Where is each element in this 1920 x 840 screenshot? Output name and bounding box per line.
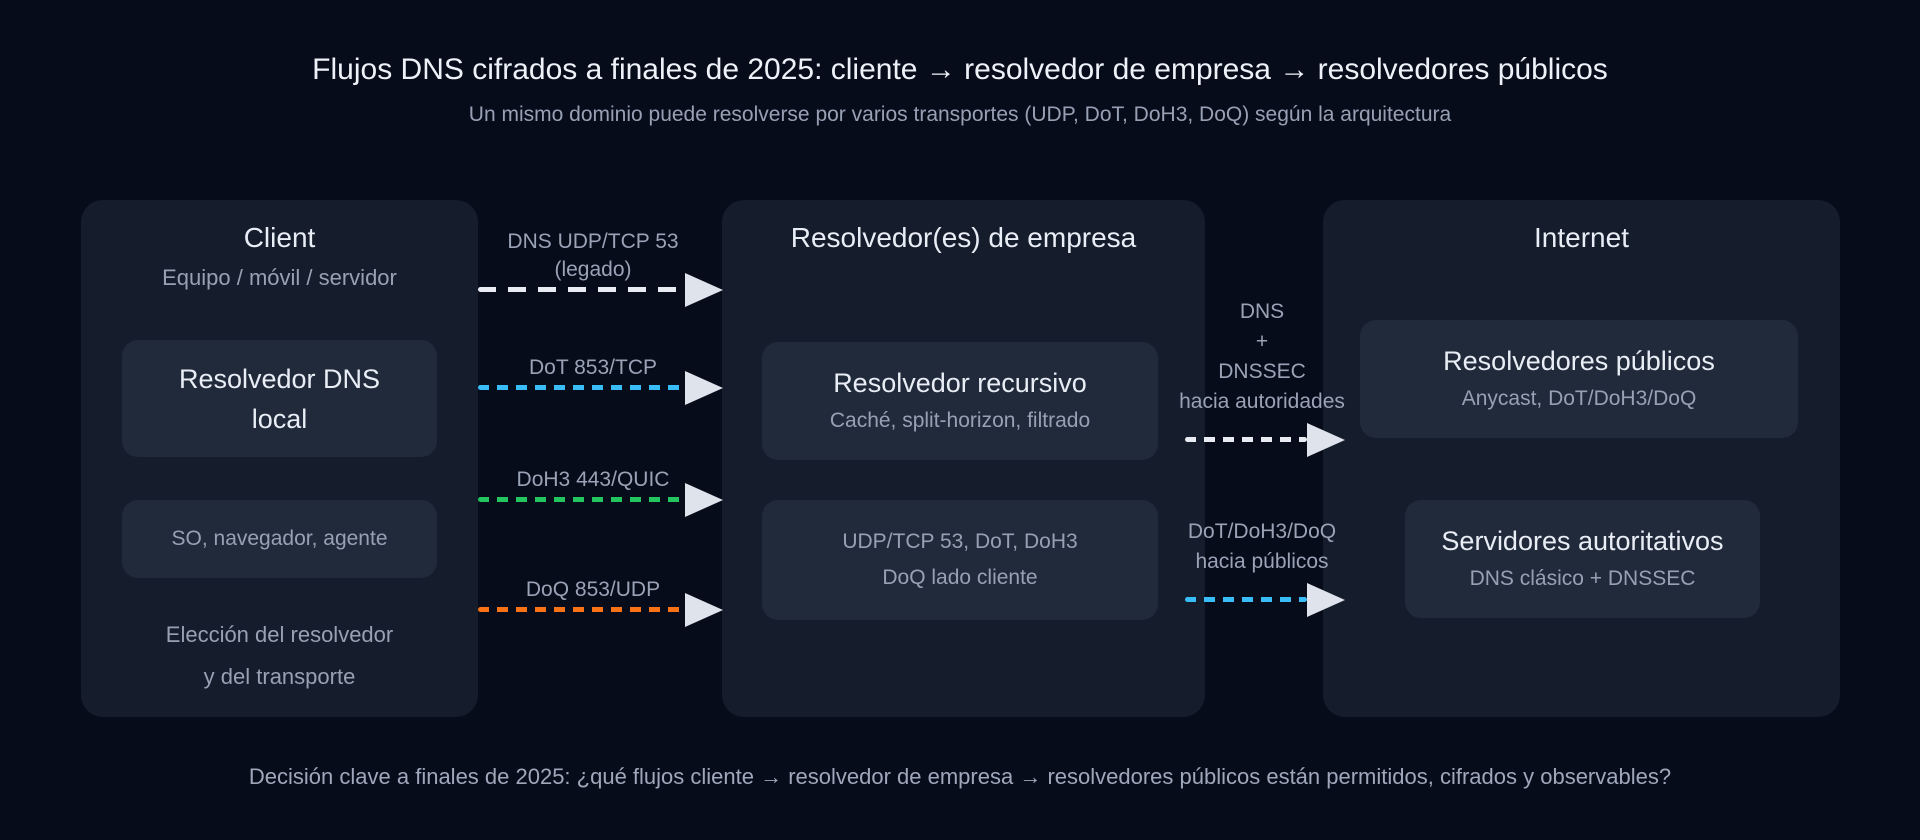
flow-label-dns-udp-tcp-53-line2: (legado) xyxy=(554,258,632,281)
diagram-footer-note: Decisión clave a finales de 2025: ¿qué f… xyxy=(248,764,1672,789)
authoritative-servers-node: Servidores autoritativos DNS clásico + D… xyxy=(1405,500,1760,618)
flow-arrow-doq xyxy=(478,590,723,630)
client-box: Client Equipo / móvil / servidor Resolve… xyxy=(81,200,478,717)
recursive-resolver-title: Resolvedor recursivo xyxy=(833,368,1087,398)
authoritative-servers-subtitle: DNS clásico + DNSSEC xyxy=(1469,567,1696,590)
flow-label-dns-udp-tcp-53: DNS UDP/TCP 53 (legado) xyxy=(478,228,708,284)
dashed-line-green xyxy=(478,497,685,502)
flow-label-doh3: DoH3 443/QUIC xyxy=(516,468,670,491)
flow-label-dot: DoT 853/TCP xyxy=(529,356,657,379)
flow-label-doq: DoQ 853/UDP xyxy=(525,578,661,601)
public-resolvers-subtitle: Anycast, DoT/DoH3/DoQ xyxy=(1461,387,1697,410)
client-side-transports-node: UDP/TCP 53, DoT, DoH3 DoQ lado cliente xyxy=(762,500,1158,620)
upstream-label-dnssec-line1: DNS xyxy=(1239,300,1285,323)
public-resolvers-node: Resolvedores públicos Anycast, DoT/DoH3/… xyxy=(1360,320,1798,438)
client-footnote: Elección del resolvedor y del transporte xyxy=(81,614,478,698)
arrowhead-icon xyxy=(1307,583,1345,617)
upstream-label-encrypted-line2: hacia públicos xyxy=(1195,550,1329,573)
flow-arrow-dns-legacy xyxy=(478,270,723,310)
client-agents-label: SO, navegador, agente xyxy=(171,527,388,550)
enterprise-resolver-box: Resolvedor(es) de empresa Resolvedor rec… xyxy=(722,200,1205,717)
client-footnote-line1: Elección del resolvedor xyxy=(165,622,394,647)
upstream-label-encrypted-line1: DoT/DoH3/DoQ xyxy=(1187,520,1337,543)
arrowhead-icon xyxy=(685,273,723,307)
local-resolver-line1: Resolvedor DNS xyxy=(178,363,381,394)
client-box-title: Client xyxy=(243,222,316,253)
public-resolvers-title: Resolvedores públicos xyxy=(1443,346,1715,376)
upstream-arrow-encrypted xyxy=(1185,580,1345,620)
upstream-label-dnssec: DNS + DNSSEC hacia autoridades xyxy=(1152,297,1372,417)
upstream-arrow-dnssec xyxy=(1185,420,1345,460)
client-side-transports-line2: DoQ lado cliente xyxy=(882,566,1038,589)
arrowhead-icon xyxy=(685,593,723,627)
client-footnote-line2: y del transporte xyxy=(203,664,356,689)
flow-label-dns-udp-tcp-53-line1: DNS UDP/TCP 53 xyxy=(507,230,679,253)
dashed-line-white xyxy=(1185,437,1307,442)
client-side-transports-line1: UDP/TCP 53, DoT, DoH3 xyxy=(842,530,1078,553)
internet-box: Internet Resolvedores públicos Anycast, … xyxy=(1323,200,1840,717)
upstream-label-dnssec-line4: hacia autoridades xyxy=(1179,390,1345,413)
dashed-line-blue xyxy=(1185,597,1307,602)
diagram-subtitle: Un mismo dominio puede resolverse por va… xyxy=(468,103,1452,126)
arrowhead-icon xyxy=(685,483,723,517)
local-dns-resolver-node: Resolvedor DNS local xyxy=(122,340,437,457)
arrowhead-icon xyxy=(1307,423,1345,457)
upstream-label-encrypted: DoT/DoH3/DoQ hacia públicos xyxy=(1152,517,1372,577)
flow-arrow-doh3 xyxy=(478,480,723,520)
recursive-resolver-node: Resolvedor recursivo Caché, split-horizo… xyxy=(762,342,1158,460)
internet-box-title: Internet xyxy=(1534,222,1629,253)
flow-arrow-dot xyxy=(478,368,723,408)
local-resolver-line2: local xyxy=(251,403,308,434)
upstream-label-dnssec-line3: DNSSEC xyxy=(1218,360,1306,383)
arrowhead-icon xyxy=(685,371,723,405)
dashed-line-orange xyxy=(478,607,685,612)
upstream-label-dnssec-line2: + xyxy=(1255,330,1269,353)
client-box-subtitle: Equipo / móvil / servidor xyxy=(162,265,397,290)
dashed-line-blue xyxy=(478,385,685,390)
recursive-resolver-subtitle: Caché, split-horizon, filtrado xyxy=(829,409,1091,432)
authoritative-servers-title: Servidores autoritativos xyxy=(1441,526,1724,556)
enterprise-box-title: Resolvedor(es) de empresa xyxy=(790,222,1137,253)
dashed-line-white xyxy=(478,287,685,292)
client-agents-node: SO, navegador, agente xyxy=(122,500,437,578)
diagram-title: Flujos DNS cifrados a finales de 2025: c… xyxy=(312,53,1608,86)
